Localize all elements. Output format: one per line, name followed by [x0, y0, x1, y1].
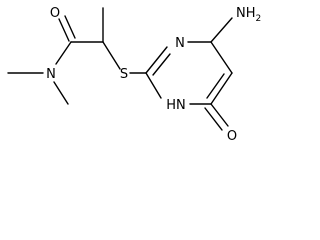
- bond-c4-nh2: [210, 17, 233, 43]
- bond-n-methyl2: [53, 81, 69, 105]
- bond-c-n: [55, 41, 72, 65]
- bond-c4-c5: [210, 41, 233, 74]
- atom-nh2-subscript: 2: [256, 14, 262, 24]
- bond-c6-o-b: [204, 107, 223, 131]
- bond-c2-n3-a: [145, 46, 168, 74]
- atom-o-keto: O: [227, 129, 237, 144]
- bond-c5-c6-a: [210, 72, 233, 105]
- molecule-drawing: O N S N NH2 HN O: [7, 6, 261, 144]
- bond-c5-c6-b: [206, 73, 225, 99]
- atom-n3: N: [175, 36, 185, 51]
- bond-co-b: [64, 15, 76, 39]
- atom-nh2: NH2: [236, 6, 261, 24]
- bond-n1-c2: [145, 72, 162, 99]
- structure-canvas: O N S N NH2 HN O: [7, 6, 261, 144]
- bond-ch-s: [102, 41, 121, 70]
- bond-c2-n3-b: [152, 53, 171, 76]
- atom-o-amide: O: [50, 6, 60, 21]
- atom-s: S: [120, 67, 128, 82]
- bond-co-a: [58, 18, 70, 42]
- bond-c6-o-a: [210, 103, 229, 127]
- atom-n-amide: N: [46, 67, 56, 82]
- atom-nh2-main: NH: [236, 6, 256, 21]
- atom-n1h: HN: [166, 98, 186, 113]
